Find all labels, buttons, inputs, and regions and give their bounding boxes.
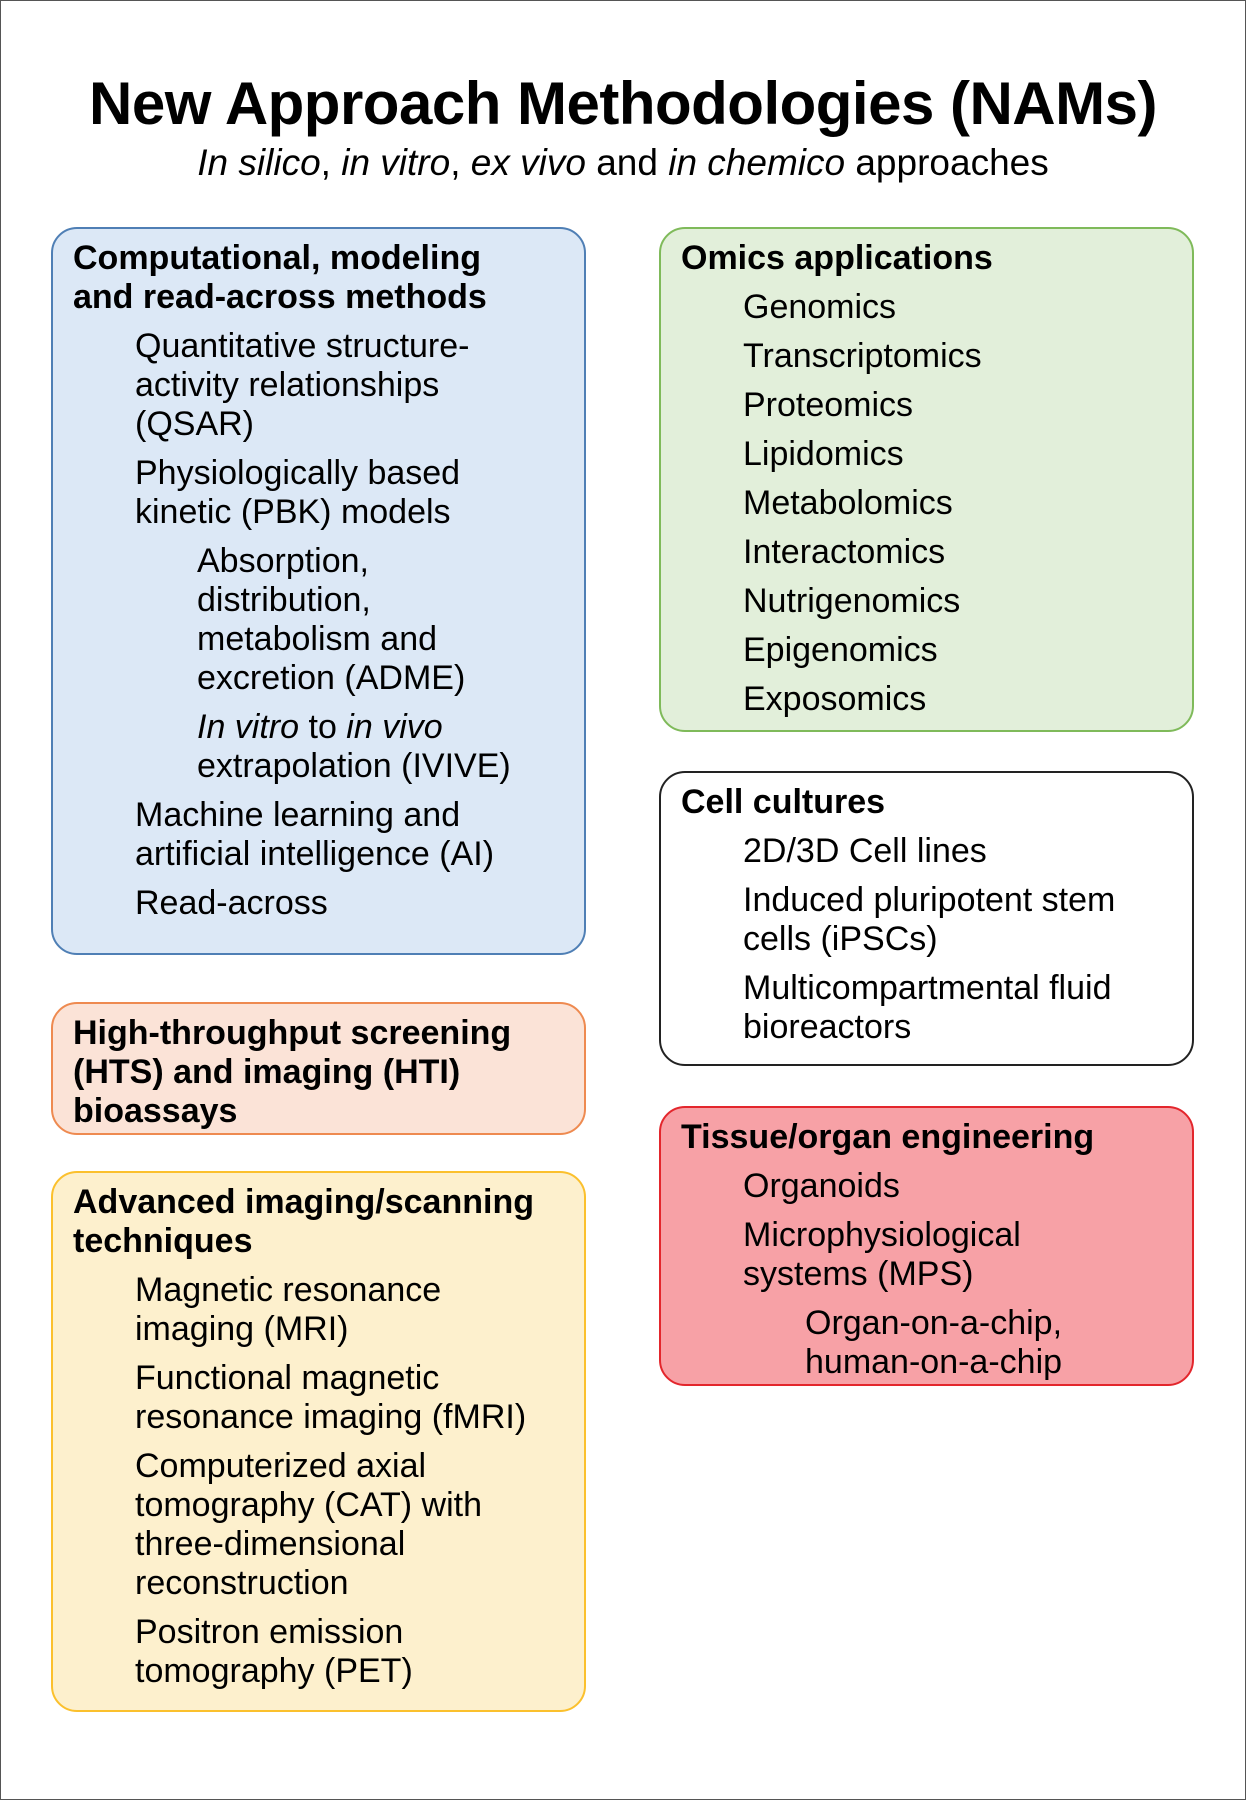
- tissue-engineering-box: Tissue/organ engineering Organoids Micro…: [659, 1106, 1194, 1386]
- omics-item: Genomics: [743, 288, 897, 326]
- subtitle-ex-vivo: ex vivo: [470, 142, 586, 183]
- computational-heading: Computational, modeling and read-across …: [73, 239, 487, 316]
- adme-item: Absorption, distribution, metabolism and…: [197, 542, 466, 697]
- subtitle-in-chemico: in chemico: [668, 142, 846, 183]
- omics-item: Epigenomics: [743, 631, 938, 669]
- page-title: New Approach Methodologies (NAMs): [89, 70, 1157, 137]
- computational-box: Computational, modeling and read-across …: [51, 227, 586, 955]
- cell-cultures-heading: Cell cultures: [681, 783, 886, 821]
- hts-box: High-throughput screening (HTS) and imag…: [51, 1002, 586, 1135]
- mps-item: Microphysiological systems (MPS): [743, 1216, 1021, 1293]
- subtitle-sep: ,: [450, 142, 471, 183]
- fmri-item: Functional magnetic resonance imaging (f…: [135, 1359, 527, 1436]
- bioreactors-item: Multicompartmental fluid bioreactors: [743, 969, 1112, 1046]
- qsar-item: Quantitative structure-activity relation…: [135, 327, 470, 443]
- cell-cultures-box: Cell cultures 2D/3D Cell lines Induced p…: [659, 771, 1194, 1066]
- cell-lines-item: 2D/3D Cell lines: [743, 832, 987, 870]
- omics-box: Omics applications Genomics Transcriptom…: [659, 227, 1194, 732]
- ivive-to: to: [299, 708, 347, 746]
- omics-item: Transcriptomics: [743, 337, 982, 375]
- pet-item: Positron emission tomography (PET): [135, 1613, 413, 1690]
- ivive-rest: extrapolation (IVIVE): [197, 747, 511, 785]
- ivive-in-vitro: In vitro: [197, 708, 300, 746]
- organ-on-chip-item: Organ-on-a-chip, human-on-a-chip: [805, 1304, 1063, 1381]
- ipsc-item: Induced pluripotent stem cells (iPSCs): [743, 881, 1116, 958]
- ml-ai-item: Machine learning and artificial intellig…: [135, 796, 495, 873]
- imaging-heading: Advanced imaging/scanning techniques: [73, 1183, 534, 1260]
- omics-item: Metabolomics: [743, 484, 953, 522]
- imaging-box: Advanced imaging/scanning techniques Mag…: [51, 1171, 586, 1712]
- omics-item: Nutrigenomics: [743, 582, 961, 620]
- read-across-item: Read-across: [135, 884, 328, 922]
- omics-item: Proteomics: [743, 386, 914, 424]
- subtitle-sep: and: [585, 142, 669, 183]
- subtitle-in-vitro: in vitro: [341, 142, 451, 183]
- ivive-in-vivo: in vivo: [346, 708, 443, 746]
- omics-item: Exposomics: [743, 680, 927, 718]
- mri-item: Magnetic resonance imaging (MRI): [135, 1271, 442, 1348]
- subtitle-in-silico: In silico: [197, 142, 321, 183]
- pbk-item: Physiologically based kinetic (PBK) mode…: [135, 454, 461, 531]
- hts-heading: High-throughput screening (HTS) and imag…: [73, 1014, 512, 1130]
- ivive-item: In vitro to in vivo extrapolation (IVIVE…: [73, 708, 567, 786]
- subtitle-sep: ,: [320, 142, 342, 183]
- organoids-item: Organoids: [743, 1167, 900, 1205]
- tissue-heading: Tissue/organ engineering: [681, 1118, 1095, 1156]
- omics-item: Lipidomics: [743, 435, 904, 473]
- subtitle-sep: approaches: [845, 142, 1049, 183]
- cat-item: Computerized axial tomography (CAT) with…: [135, 1447, 483, 1602]
- omics-heading: Omics applications: [681, 239, 993, 277]
- omics-item: Interactomics: [743, 533, 946, 571]
- page-subtitle: In silico, in vitro, ex vivo and in chem…: [0, 140, 1246, 186]
